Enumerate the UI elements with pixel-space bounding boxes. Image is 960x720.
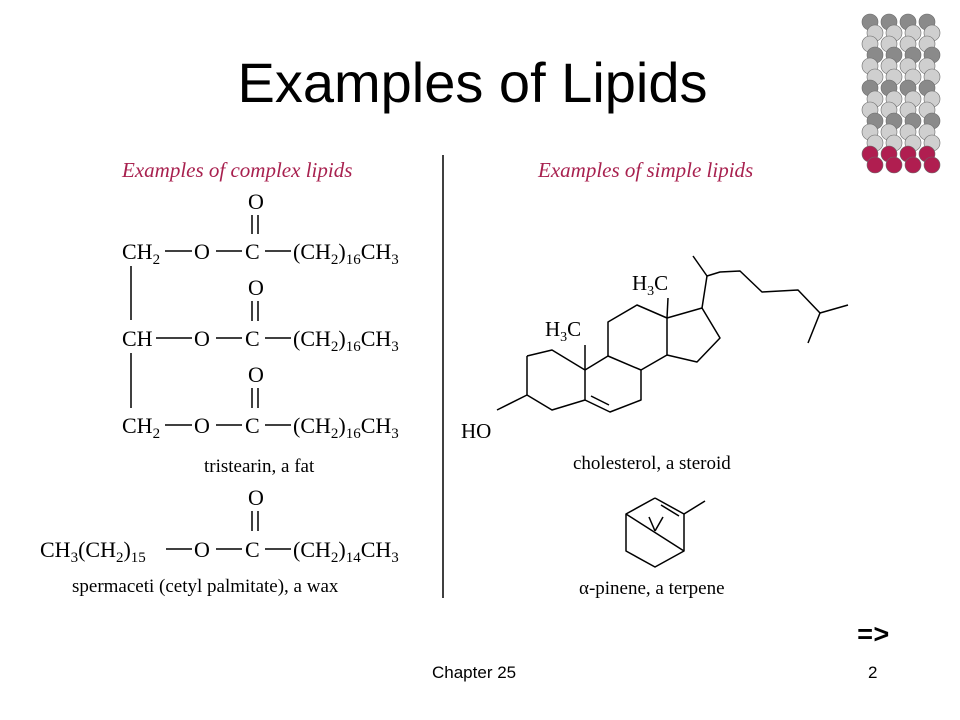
alpha-pinene-structure: [625, 497, 706, 568]
logo-ball: [923, 156, 941, 174]
lipid-bilayer-logo: [861, 13, 941, 174]
svg-text:C: C: [245, 239, 260, 264]
footer-chapter: Chapter 25: [432, 663, 517, 682]
logo-ball: [885, 156, 903, 174]
svg-text:C: C: [245, 326, 260, 351]
cholesterol-structure: [496, 255, 849, 413]
page-number: 2: [868, 663, 878, 682]
svg-text:(CH2)16CH3: (CH2)16CH3: [293, 326, 399, 355]
svg-text:H3C: H3C: [545, 317, 581, 345]
svg-text:H3C: H3C: [632, 271, 668, 299]
svg-text:(CH2)14CH3: (CH2)14CH3: [293, 537, 399, 566]
svg-text:O: O: [194, 239, 210, 264]
svg-text:(CH2)16CH3: (CH2)16CH3: [293, 413, 399, 442]
svg-text:O: O: [248, 275, 264, 300]
svg-text:O: O: [194, 413, 210, 438]
svg-text:CH3(CH2)15: CH3(CH2)15: [40, 537, 146, 566]
svg-text:(CH2)16CH3: (CH2)16CH3: [293, 239, 399, 268]
cholesterol-labels: H3C H3C HO: [461, 271, 668, 443]
svg-text:O: O: [248, 362, 264, 387]
svg-text:HO: HO: [461, 419, 491, 443]
alpha-pinene-caption: α-pinene, a terpene: [579, 578, 725, 599]
cholesterol-caption: cholesterol, a steroid: [573, 453, 731, 474]
svg-text:CH2: CH2: [122, 239, 160, 268]
spermaceti-caption: spermaceti (cetyl palmitate), a wax: [72, 576, 339, 597]
svg-text:C: C: [245, 413, 260, 438]
svg-text:CH2: CH2: [122, 413, 160, 442]
svg-text:O: O: [248, 189, 264, 214]
svg-text:O: O: [194, 537, 210, 562]
svg-text:O: O: [194, 326, 210, 351]
tristearin-caption: tristearin, a fat: [204, 456, 315, 477]
next-slide-link[interactable]: =>: [857, 622, 890, 652]
svg-text:C: C: [245, 537, 260, 562]
svg-text:CH: CH: [122, 326, 153, 351]
simple-lipids-heading: Examples of simple lipids: [537, 158, 753, 182]
logo-ball: [866, 156, 884, 174]
complex-lipids-heading: Examples of complex lipids: [121, 158, 352, 182]
spermaceti-structure: O CH3(CH2)15 O C (CH2)14CH3: [40, 485, 399, 566]
tristearin-structure: O CH2 O C (CH2)16CH3 O CH O C (CH2)16CH3…: [122, 189, 399, 442]
svg-text:O: O: [248, 485, 264, 510]
slide-title: Examples of Lipids: [237, 51, 708, 114]
logo-ball: [904, 156, 922, 174]
